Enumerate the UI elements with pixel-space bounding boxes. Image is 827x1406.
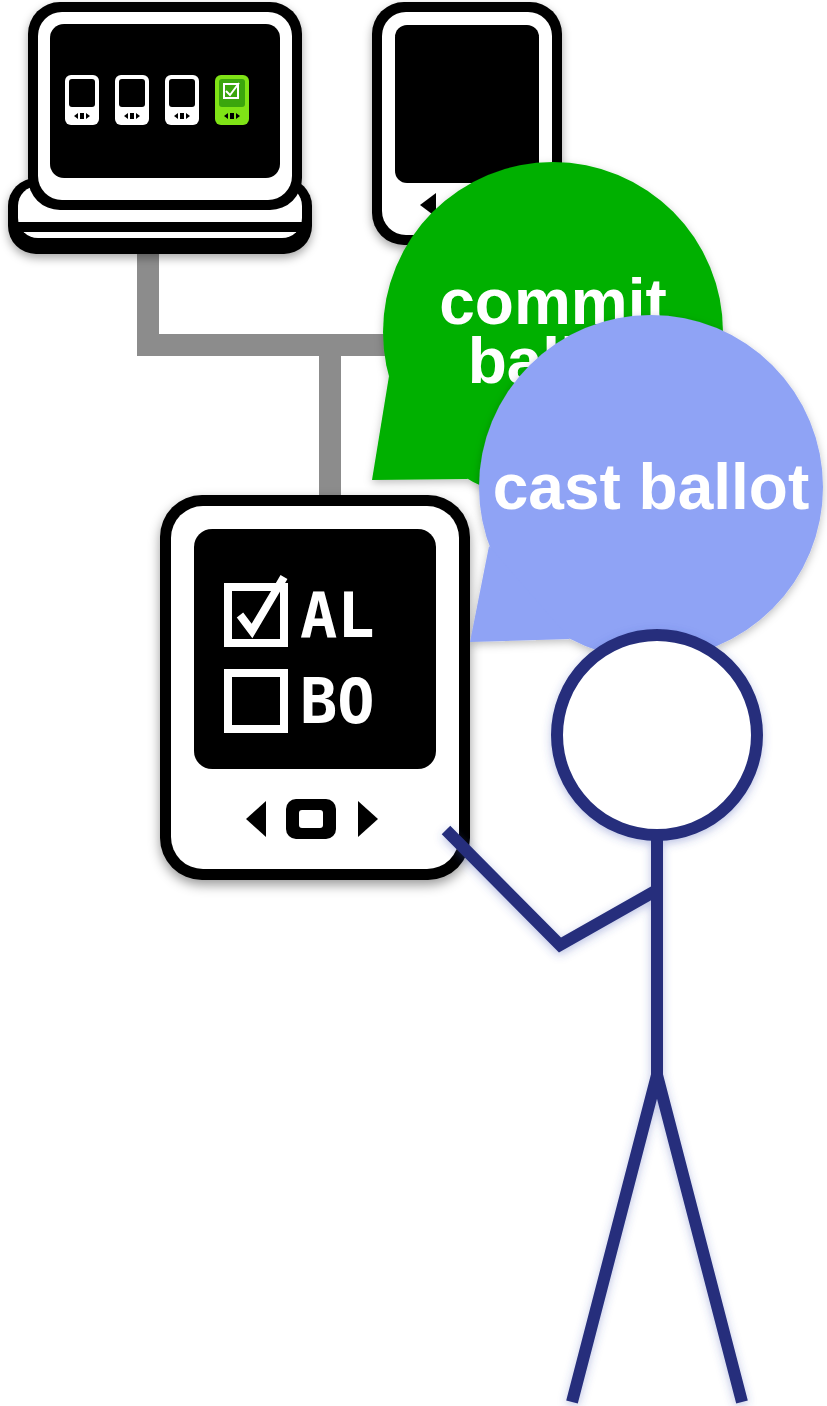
figure-head [557, 635, 757, 835]
monitor-screen [50, 24, 280, 178]
bubble-tail [372, 376, 468, 480]
center-button [286, 799, 336, 839]
left-button [246, 801, 266, 837]
device-icons [65, 75, 249, 125]
device-frame [160, 495, 470, 880]
figure-arm [446, 830, 657, 945]
right-button [358, 801, 378, 837]
check-mark [240, 577, 284, 631]
monitor-light [246, 184, 256, 189]
monitor-frame [38, 12, 292, 200]
bubble-text-box: cast ballot [479, 315, 823, 659]
voting-device: AL BO [160, 495, 470, 880]
wire [319, 340, 341, 505]
speech-bubble: cast ballot [465, 310, 827, 660]
checkbox [228, 673, 284, 729]
figure-body [651, 835, 663, 1075]
device-screen [194, 529, 436, 769]
center-button [299, 810, 323, 828]
blue-bubble [470, 315, 823, 659]
computer-terminal [8, 2, 312, 254]
device-frame [171, 506, 459, 869]
tablet-screen [395, 25, 539, 183]
figure-legs [572, 1075, 742, 1402]
monitor-frame [28, 2, 302, 210]
bubble-text: cast ballot [493, 458, 810, 517]
computer-base [18, 222, 302, 232]
voting-device [160, 495, 470, 880]
bubble-tail [470, 546, 570, 642]
candidate-name: AL [300, 585, 375, 647]
candidate-name: BO [300, 671, 375, 733]
